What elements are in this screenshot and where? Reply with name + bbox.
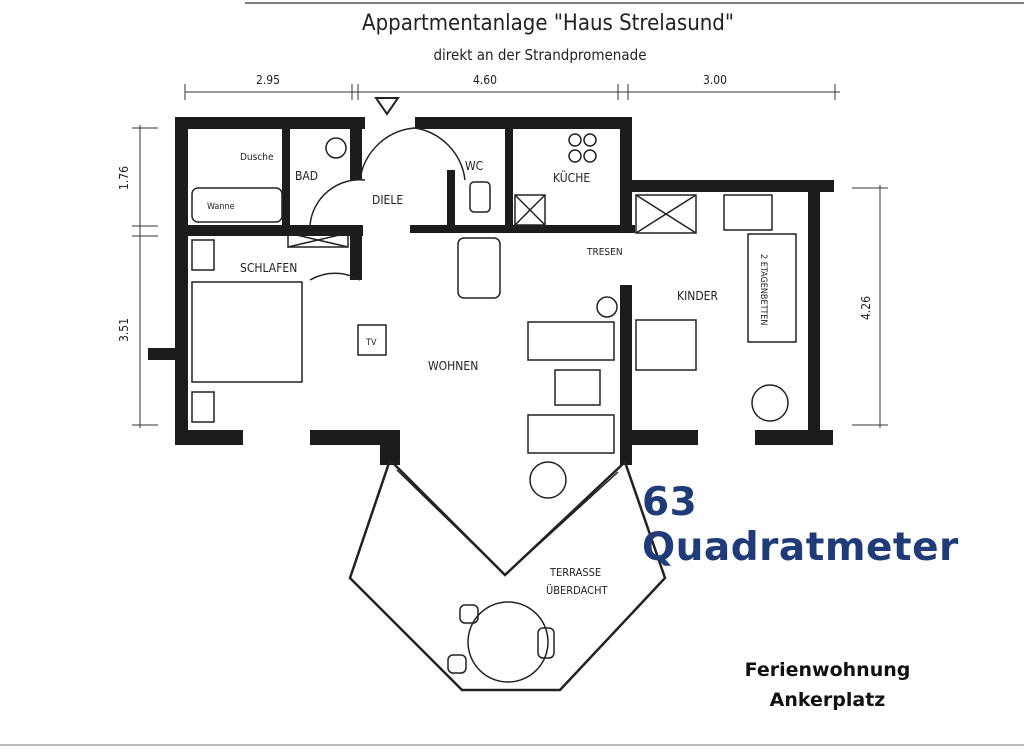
toilet (469, 181, 491, 213)
label-ueberdacht: ÜBERDACHT (546, 584, 609, 597)
bathtub (191, 187, 283, 223)
walls (148, 117, 834, 465)
plan-subtitle: direkt an der Strandpromenade (433, 46, 646, 64)
fixtures (191, 127, 797, 499)
apartment-name-line2: Ankerplatz (769, 689, 886, 711)
label-dusche: Dusche (240, 152, 274, 163)
dim-top-2: 4.60 (473, 73, 497, 87)
label-wohnen: WOHNEN (428, 359, 478, 373)
dim-right: 4.26 (859, 296, 873, 320)
stairs (723, 194, 773, 231)
sofa (527, 321, 615, 361)
bed (191, 281, 303, 383)
plan-title: Appartmentanlage "Haus Strelasund" (362, 11, 734, 36)
terrace (348, 457, 667, 692)
dim-left-1: 1.76 (117, 166, 131, 190)
label-bad: BAD (295, 169, 318, 183)
bunk-bed (747, 233, 797, 343)
label-diele: DIELE (372, 193, 403, 207)
label-etagenbetten: 2 ETAGENBETTEN (758, 254, 768, 325)
label-kinder: KINDER (677, 289, 718, 303)
dim-top-3: 3.00 (703, 73, 727, 87)
desk (635, 319, 697, 371)
dim-left-2: 3.51 (117, 318, 131, 342)
area-label: 63 Quadratmeter (642, 480, 959, 570)
apartment-name: Ferienwohnung Ankerplatz (715, 655, 940, 715)
entrance-arrow-icon (374, 97, 400, 116)
label-terrasse: TERRASSE (549, 566, 601, 579)
label-tv: TV (365, 338, 377, 348)
apartment-name-line1: Ferienwohnung (744, 659, 911, 681)
terrace-table (467, 601, 549, 683)
label-tresen: TRESEN (586, 247, 623, 258)
dimension-lines (132, 84, 888, 428)
coffee-table (554, 369, 601, 406)
dining-table (457, 237, 501, 299)
label-wanne: Wanne (207, 202, 235, 212)
door-swing (309, 178, 366, 226)
dim-top-1: 2.95 (256, 73, 280, 87)
label-wc: WC (465, 159, 483, 173)
label-schlafen: SCHLAFEN (240, 261, 297, 275)
label-kueche: KÜCHE (553, 169, 590, 185)
